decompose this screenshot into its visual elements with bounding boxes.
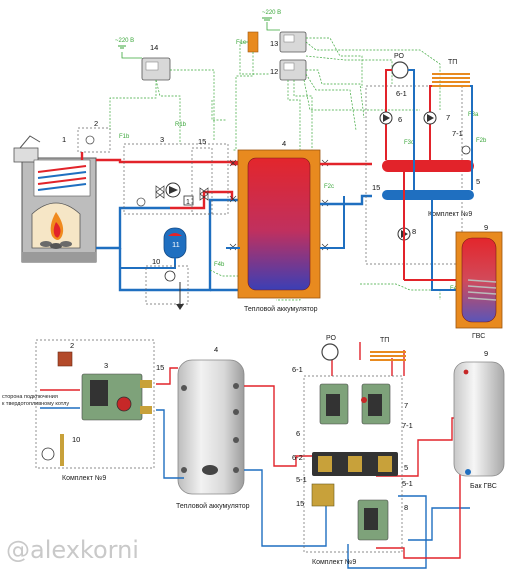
top-label-14: 14 [150, 43, 158, 52]
pressure-gauge-icon [164, 270, 176, 282]
dhw-tank-photo [453, 361, 505, 477]
three-way-valve-icon [183, 195, 194, 206]
bottom-ro: РО [326, 335, 337, 342]
label-f3a: F3a [468, 112, 479, 118]
pressure-gauge-photo [41, 447, 55, 461]
top-label-12: 12 [270, 67, 278, 76]
signal-wires [109, 37, 441, 301]
kit9-top-label: Комплект №9 [428, 211, 472, 218]
top-label-6: 6 [398, 115, 402, 124]
top-label-7: 7 [446, 113, 450, 122]
top-ro: РО [394, 53, 405, 60]
brass-fitting [140, 406, 152, 414]
bottom-label-15b: 15 [296, 499, 304, 508]
make-up-group-box [145, 265, 189, 305]
bottom-label-3: 3 [104, 361, 108, 370]
safety-group-photo [57, 351, 73, 367]
label-f1e: F1e [236, 40, 247, 46]
top-tp: ТП [448, 59, 457, 66]
cold-manifold [382, 190, 474, 200]
power-plug-icon [262, 17, 272, 21]
top-label-8: 8 [412, 227, 416, 236]
bottom-label-8: 8 [404, 503, 408, 512]
watermark: @alexkorni [6, 536, 139, 564]
bottom-label-5: 5 [404, 463, 408, 472]
bottom-tp: ТП [380, 337, 389, 344]
valve-15-photo [311, 483, 335, 507]
top-label-2: 2 [94, 119, 98, 128]
ball-valve-icon [155, 185, 165, 199]
power-plug-icon [118, 45, 126, 49]
top-label-5: 5 [476, 177, 480, 186]
bottom-label-7: 7 [404, 401, 408, 410]
bottom-label-5-1a: 5-1 [296, 475, 307, 484]
label-f1b: F1b [119, 134, 130, 140]
kit9-left-box [35, 339, 155, 469]
valve-group-box [191, 147, 213, 215]
valve-photo [116, 396, 132, 412]
bottom-label-10: 10 [72, 435, 80, 444]
drain-arrow-icon [176, 304, 184, 310]
top-label-1: 1 [62, 135, 66, 144]
side-line2: к твердотопливному котлу [2, 401, 69, 407]
top-label-15b: 15 [372, 183, 380, 192]
underfloor-heating-icon [432, 73, 470, 87]
accumulator-photo [177, 359, 245, 495]
top-label-4: 4 [282, 139, 286, 148]
volt-label-14: ~220 В [115, 38, 134, 44]
bottom-label-6-2: 6-2 [292, 453, 303, 462]
bottom-label-6: 6 [296, 429, 300, 438]
safety-group-box [77, 127, 111, 153]
top-label-7-1: 7-1 [452, 129, 463, 138]
label-f2b: F2b [476, 138, 487, 144]
kit9-right-box [303, 375, 403, 553]
heat-acc-caption: Тепловой аккумулятор [244, 305, 318, 313]
mixing-valve-icon [461, 145, 471, 155]
label-f4b: F4b [214, 262, 225, 268]
bottom-label-15a: 15 [156, 363, 164, 372]
top-label-6-1: 6-1 [396, 89, 407, 98]
underfloor-heating-icon-bottom [370, 351, 406, 361]
pump-arrow-icon [169, 186, 178, 194]
bottom-label-6-1: 6-1 [292, 365, 303, 374]
thermometer-icon [136, 197, 146, 207]
kit9-right-label: Комплект №9 [312, 559, 356, 566]
top-label-3: 3 [160, 135, 164, 144]
radiator-icon-bottom [321, 343, 339, 361]
tank-gvs-caption: Бак ГВС [470, 483, 497, 490]
volt-label-13: ~220 В [262, 10, 281, 16]
top-label-11: 11 [172, 240, 180, 249]
radiator-icon [391, 61, 409, 79]
label-r1b: R1b [175, 122, 187, 128]
bottom-label-9: 9 [484, 349, 488, 358]
boiler-loop-box [123, 143, 229, 215]
bottom-label-4: 4 [214, 345, 218, 354]
top-label-9: 9 [484, 223, 488, 232]
bottom-label-5-1b: 5-1 [402, 479, 413, 488]
label-f3c: F3c [404, 140, 414, 146]
bottom-label-7-1: 7-1 [402, 421, 413, 430]
bottom-heat-acc-caption: Тепловой аккумулятор [176, 502, 250, 510]
pump-photo [90, 380, 108, 406]
top-label-15: 15 [198, 137, 206, 146]
relay-block [247, 31, 259, 53]
valve-number: 1 [186, 199, 190, 206]
brass-fitting [140, 380, 152, 388]
side-line1: сторона подключения [2, 394, 58, 400]
hot-manifold [382, 160, 474, 172]
top-label-13: 13 [270, 39, 278, 48]
kit9-left-label: Комплект №9 [62, 475, 106, 482]
label-f2c: F2c [324, 184, 334, 190]
solid-fuel-boiler [13, 135, 97, 263]
heat-accumulator-tank [247, 157, 311, 291]
ball-valve-icon [199, 187, 209, 201]
gvs-caption: ГВС [472, 333, 485, 340]
top-label-10: 10 [152, 257, 160, 266]
pressure-gauge-icon [85, 135, 95, 145]
bottom-label-2: 2 [70, 341, 74, 350]
